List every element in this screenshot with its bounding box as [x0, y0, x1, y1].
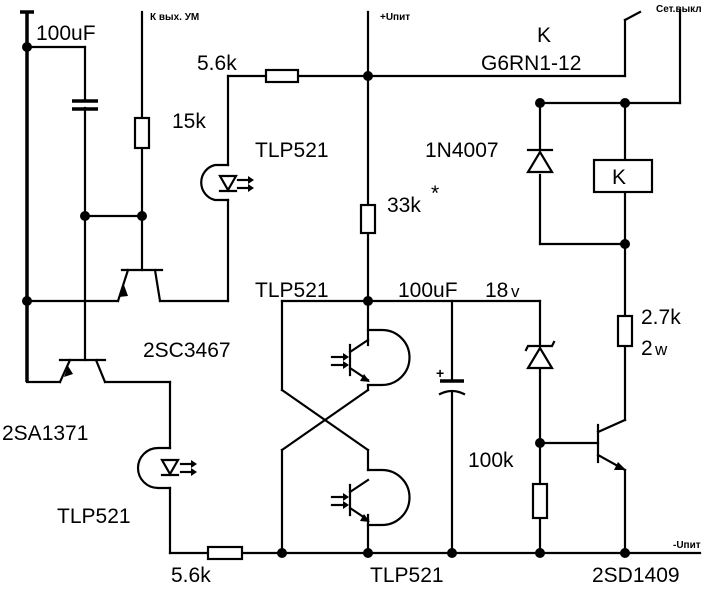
label-opto-d: TLP521 [370, 564, 444, 587]
label-opto-b: TLP521 [255, 279, 329, 302]
transistor-2sa1371 [58, 358, 107, 384]
resistor-5-6k-top [264, 68, 300, 84]
label-2sa1371: 2SA1371 [2, 422, 88, 445]
label-res-100k: 100k [468, 449, 514, 472]
resistor-33k [359, 203, 377, 235]
label-opto-c: TLP521 [57, 505, 131, 528]
label-res-33k: 33k [387, 194, 421, 217]
diode-1n4007 [526, 148, 554, 174]
label-zener-18: 18 [485, 279, 508, 302]
transistor-2sd1409 [596, 418, 627, 472]
label-cap-100uf-mid: 100uF [398, 279, 458, 302]
optocoupler-transistor-d [330, 468, 411, 527]
label-supply-plus: +Uпит [380, 12, 410, 23]
label-relay-coil: K [612, 166, 626, 189]
label-cap-100uf-top: 100uF [36, 22, 96, 45]
optocoupler-led-a [200, 163, 254, 202]
optocoupler-led-c [136, 446, 197, 490]
svg-text:+: + [436, 365, 444, 381]
resistor-15k [133, 116, 151, 150]
label-2sd1409: 2SD1409 [592, 564, 680, 587]
resistor-100k [531, 482, 549, 520]
resistor-2-7k [616, 314, 634, 348]
label-res-5-6k-bottom: 5.6k [171, 564, 211, 587]
label-res-15k: 15k [172, 110, 206, 133]
resistor-5-6k-bottom [206, 545, 244, 561]
label-res-2-7k: 2.7k [641, 306, 681, 329]
label-asterisk: * [431, 182, 439, 205]
zener-diode-18v [524, 340, 556, 370]
label-amp-output: К вых. УМ [150, 12, 199, 23]
label-zener-unit: v [511, 282, 520, 301]
label-supply-minus: -Uпит [673, 540, 701, 551]
junction-dots [22, 42, 630, 558]
relay-coil [592, 158, 654, 194]
label-res-power-unit: w [654, 340, 668, 359]
label-mains-switch: Сет.выкл [656, 4, 702, 15]
label-res-5-6k-top: 5.6k [197, 52, 237, 75]
label-diode-1n4007: 1N4007 [425, 139, 499, 162]
transistor-2sc3467 [116, 268, 164, 303]
capacitor-100uf-top [72, 99, 98, 111]
optocoupler-transistor-b [330, 328, 411, 387]
label-relay-model: G6RN1-12 [481, 52, 581, 75]
capacitor-100uf-mid: + [436, 365, 466, 396]
label-res-power: 2 [641, 337, 653, 360]
label-relay-letter: K [537, 24, 551, 47]
label-2sc3467: 2SC3467 [143, 339, 231, 362]
wiring [20, 8, 702, 555]
label-opto-a: TLP521 [255, 139, 329, 162]
